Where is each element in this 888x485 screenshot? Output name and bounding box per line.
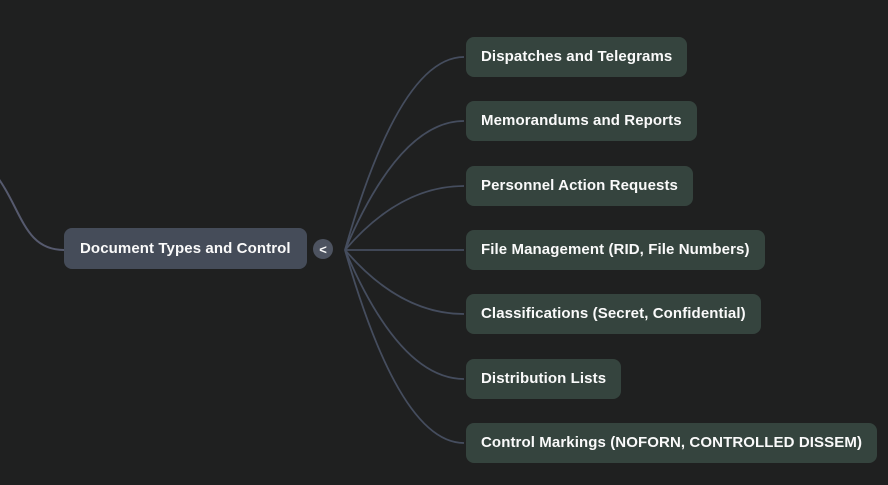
child-node-distribution[interactable]: Distribution Lists [466, 359, 622, 399]
child-node-control-markings[interactable]: Control Markings (NOFORN, CONTROLLED DIS… [466, 423, 878, 463]
child-node-classifications[interactable]: Classifications (Secret, Confidential) [466, 294, 761, 334]
link-memorandums [344, 120, 465, 251]
link-distribution [344, 249, 465, 380]
child-node-memorandums[interactable]: Memorandums and Reports [466, 101, 697, 141]
parent-connector-line [0, 178, 65, 251]
child-node-personnel[interactable]: Personnel Action Requests [466, 166, 693, 206]
root-node-document-types[interactable]: Document Types and Control [64, 228, 307, 269]
link-personnel [344, 185, 465, 251]
child-node-file-management[interactable]: File Management (RID, File Numbers) [466, 230, 765, 270]
link-classifications [344, 249, 465, 315]
link-control-markings [344, 249, 465, 444]
link-dispatches [344, 56, 465, 251]
child-node-dispatches[interactable]: Dispatches and Telegrams [466, 37, 688, 77]
collapse-toggle-button[interactable]: < [313, 239, 333, 259]
